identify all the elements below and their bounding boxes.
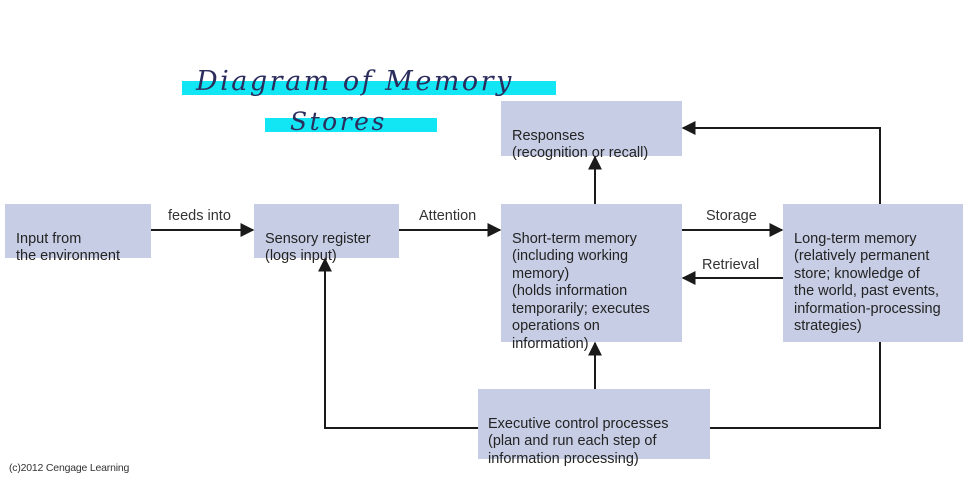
arrow-executive-to-sensory <box>318 257 478 429</box>
input-from-environment-box: Input from the environment <box>5 204 151 264</box>
sensory-box-label: Sensory register (logs input) <box>265 230 371 265</box>
long-term-box-label: Long-term memory (relatively permanent s… <box>794 230 941 335</box>
short-term-memory-box: Short-term memory (including working mem… <box>501 204 682 352</box>
responses-box-label: Responses (recognition or recall) <box>512 127 649 162</box>
responses-box: Responses (recognition or recall) <box>501 101 682 161</box>
long-term-memory-box: Long-term memory (relatively permanent s… <box>783 204 963 342</box>
title-highlight-line2 <box>265 118 437 132</box>
storage-label: Storage <box>706 208 757 224</box>
attention-label: Attention <box>419 208 477 224</box>
feeds-into-label: feeds into <box>168 208 231 224</box>
arrow-long-to-responses <box>681 121 881 204</box>
retrieval-label: Retrieval <box>702 257 760 273</box>
input-box-label: Input from the environment <box>16 230 120 265</box>
title-highlight-line1 <box>182 81 556 95</box>
line-long-term-to-executive <box>710 342 881 429</box>
copyright-notice: (c)2012 Cengage Learning <box>9 462 130 474</box>
handwritten-title: Diagram of Memory <box>196 66 514 97</box>
executive-box-label: Executive control processes (plan and ru… <box>488 415 669 467</box>
handwritten-title-subline: Stores <box>290 107 387 136</box>
short-term-box-label: Short-term memory (including working mem… <box>512 230 650 352</box>
sensory-register-box: Sensory register (logs input) <box>254 204 399 264</box>
executive-control-box: Executive control processes (plan and ru… <box>478 389 710 467</box>
